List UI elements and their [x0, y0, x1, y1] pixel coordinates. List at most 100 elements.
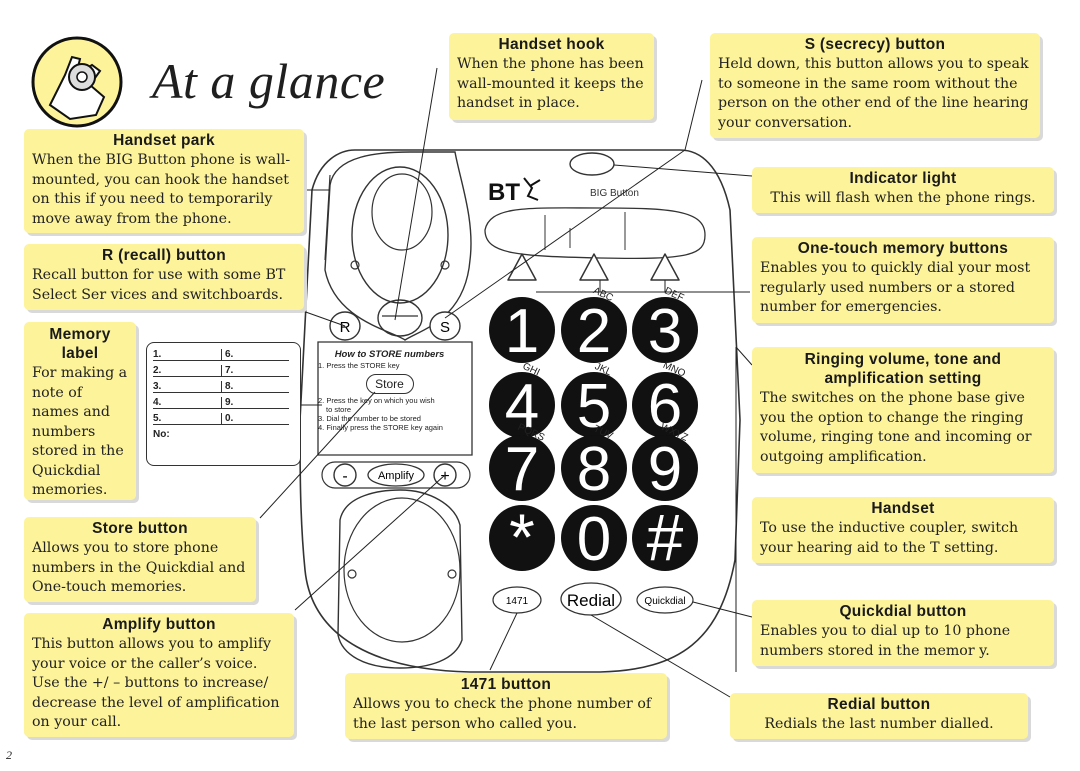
keypad-key-0[interactable] — [561, 505, 627, 571]
keypad-key-1[interactable] — [489, 297, 555, 363]
secrecy-key-label: S — [440, 319, 450, 336]
model-label: BIG Button — [590, 188, 639, 199]
recall-key-label: R — [340, 319, 351, 336]
callout-body: When the phone has been wall-mounted it … — [457, 56, 644, 111]
keypad-key-label: 6 — [648, 372, 682, 441]
memory-slot: 9. — [221, 397, 289, 409]
callout-body: Allows you to check the phone number of … — [353, 696, 652, 732]
callout-body: This button allows you to amplify your v… — [32, 636, 280, 730]
memory-slot: 3. — [153, 381, 221, 393]
keypad-key-label: 3 — [648, 297, 682, 366]
memory-slot: 4. — [153, 397, 221, 409]
callout-body: This will flash when the phone rings. — [770, 190, 1036, 206]
callout-heading: R (recall) button — [102, 247, 226, 264]
callout-body: Redials the last number dialled. — [764, 716, 994, 732]
keypad-key-label: 2 — [577, 297, 611, 366]
memory-slot: 0. — [221, 413, 289, 425]
callout-body: To use the inductive coupler, switch you… — [760, 520, 1019, 556]
keypad-key-2[interactable] — [561, 297, 627, 363]
callout-heading: Quickdial button — [839, 603, 967, 620]
keypad-key-label: * — [509, 500, 535, 574]
store-step-2b: to store — [326, 405, 352, 414]
key-1471-label: 1471 — [506, 596, 529, 607]
callout-heading: S (secrecy) button — [804, 36, 946, 53]
memory-no-label: No: — [153, 429, 170, 440]
callout-redial: Redial button Redials the last number di… — [730, 693, 1028, 739]
keypad-key-label: 5 — [577, 372, 611, 441]
redial-key-label: Redial — [567, 591, 615, 610]
handset-park-outline — [324, 151, 472, 341]
store-card-heading: How to STORE numbers — [334, 349, 445, 360]
callout-heading: One-touch memory buttons — [797, 240, 1009, 257]
bt-logo: BT — [488, 179, 520, 206]
keypad-key-8[interactable] — [561, 435, 627, 501]
callout-handset-park: Handset park When the BIG Button phone i… — [24, 129, 304, 233]
keypad-key-6[interactable] — [632, 372, 698, 438]
memory-label-grid: 1. 6. 2. 7. 3. 8. 4. 9. 5. 0. No: — [153, 349, 289, 440]
pointer-lines — [259, 67, 753, 698]
keypad-key-hash[interactable] — [632, 505, 698, 571]
callout-body: Allows you to store phone numbers in the… — [32, 540, 246, 595]
callout-body: The switches on the phone base give you … — [760, 390, 1032, 465]
one-touch-panel — [484, 207, 706, 260]
keypad-key-label: 1 — [505, 297, 539, 366]
keypad-key-3[interactable] — [632, 297, 698, 363]
amplify-minus-label: - — [342, 468, 347, 485]
callout-memory-label: Memory label For making a note of names … — [24, 322, 136, 500]
store-step-2: 2. Press the key on which you wish — [318, 396, 435, 405]
callout-heading: Memory label — [49, 326, 111, 362]
page-number: 2 — [6, 748, 12, 762]
amplify-key-label: Amplify — [378, 470, 415, 482]
keypad-key-star[interactable] — [489, 505, 555, 571]
memory-slot: 7. — [221, 365, 289, 377]
amplify-minus-key — [333, 463, 357, 487]
callout-amplify: Amplify button This button allows you to… — [24, 613, 294, 737]
keypad-key-9[interactable] — [632, 435, 698, 501]
callout-store: Store button Allows you to store phone n… — [24, 517, 256, 602]
keypad-key-7[interactable] — [489, 435, 555, 501]
callout-quickdial: Quickdial button Enables you to dial up … — [752, 600, 1054, 666]
keypad-key-label: # — [647, 500, 684, 574]
callout-handset-hook: Handset hook When the phone has been wal… — [449, 33, 654, 120]
keypad-key-4[interactable] — [489, 372, 555, 438]
handset — [337, 489, 463, 669]
callout-handset: Handset To use the inductive coupler, sw… — [752, 497, 1054, 563]
memory-label-card: 1. 6. 2. 7. 3. 8. 4. 9. 5. 0. No: — [146, 342, 301, 466]
callout-body: Recall button for use with some BT Selec… — [32, 267, 286, 303]
callout-heading: Amplify button — [102, 616, 216, 633]
callout-recall: R (recall) button Recall button for use … — [24, 244, 304, 310]
callout-body: For making a note of names and numbers s… — [32, 365, 128, 498]
handset-hook — [377, 299, 423, 337]
callout-heading: Handset — [871, 500, 935, 517]
secrecy-key — [429, 311, 461, 341]
bt-piper-icon — [523, 177, 541, 201]
keypad-key-5[interactable] — [561, 372, 627, 438]
callout-heading: Handset park — [113, 132, 215, 149]
callout-body: When the BIG Button phone is wall-mounte… — [32, 152, 291, 227]
page-title: At a glance — [152, 53, 386, 109]
hand-dial-logo-icon — [31, 36, 123, 128]
callout-ringing: Ringing volume, tone and amplification s… — [752, 347, 1054, 473]
memory-slot: 5. — [153, 413, 221, 425]
keypad-key-label: 4 — [505, 372, 539, 441]
store-instruction-card: How to STORE numbers 1. Press the STORE … — [312, 344, 467, 452]
keypad-key-label: 8 — [577, 435, 611, 504]
memory-slot: 8. — [221, 381, 289, 393]
callout-body: Held down, this button allows you to spe… — [718, 56, 1029, 131]
callout-heading: Store button — [92, 520, 188, 537]
keypad-key-label: 9 — [648, 435, 682, 504]
callout-secrecy: S (secrecy) button Held down, this butto… — [710, 33, 1040, 138]
memory-slot: 6. — [221, 349, 289, 361]
store-key[interactable]: Store — [365, 374, 414, 394]
callout-1471: 1471 button Allows you to check the phon… — [345, 673, 667, 739]
callout-heading: Ringing volume, tone and amplification s… — [804, 351, 1002, 387]
callout-heading: Redial button — [827, 696, 931, 713]
callout-one-touch: One-touch memory buttons Enables you to … — [752, 237, 1054, 323]
indicator-light — [569, 152, 615, 176]
callout-heading: Handset hook — [498, 36, 605, 53]
store-key-label: Store — [375, 377, 404, 391]
callout-body: Enables you to quickly dial your most re… — [760, 260, 1031, 315]
callout-indicator-light: Indicator light This will flash when the… — [752, 167, 1054, 213]
